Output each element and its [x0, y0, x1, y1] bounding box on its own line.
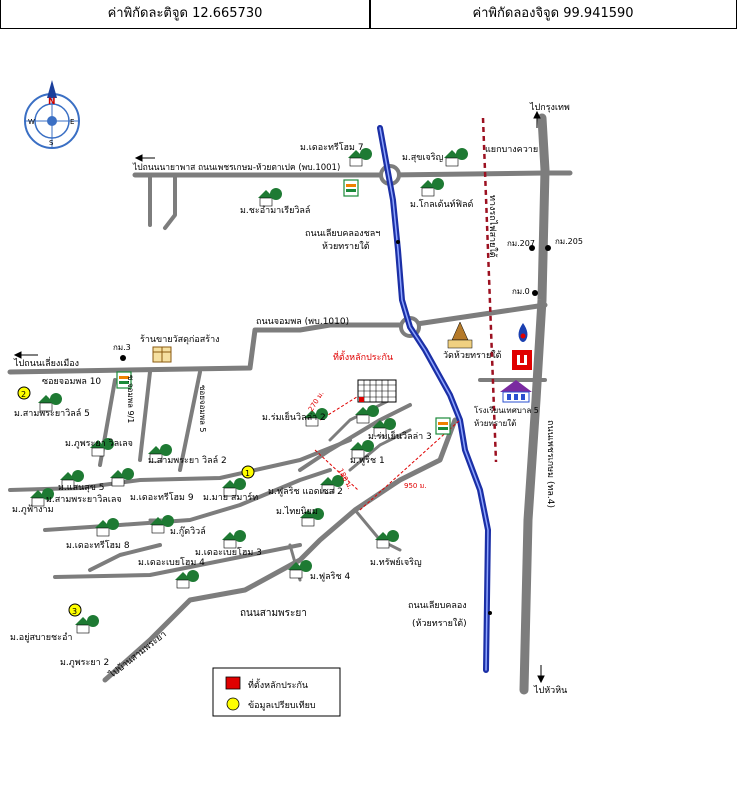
village-chaam-rivera: ม.ชะอำมาเรียวิลล์ [240, 204, 310, 216]
legend-collateral-label: ที่ตั้งหลักประกัน [248, 678, 308, 691]
comparison-marker-1: 1 [241, 465, 255, 479]
seven-eleven-icon [343, 179, 359, 197]
label-to-old-town: ไปถนนเลี่ยงเมือง [13, 356, 79, 369]
village-sampraya-villa-5: ม.สามพระยาวิลล์ 5 [14, 407, 90, 419]
village-sampraya-villa-2: ม.สามพระยา วิลล์ 2 [148, 454, 227, 466]
village-the-tree-home-7: ม.เดอะทรีโฮม 7 [300, 142, 364, 153]
label-phetkasem: ถนนเพชรเกษม (ทล.4) [545, 420, 555, 508]
legend-collateral-swatch [225, 676, 241, 690]
mall-icon [512, 350, 532, 370]
label-canal-road-bottom2: (ห้วยทรายใต้) [412, 618, 467, 629]
temple-icon [447, 321, 473, 349]
compass-s: S [49, 139, 54, 147]
village-fuurich-1: ม.ฟูริช 1 [350, 455, 385, 466]
railway-line [481, 117, 498, 463]
comparison-marker-3: 3 [68, 603, 82, 617]
map-legend: ที่ตั้งหลักประกัน ข้อมูลเปรียบเทียบ [212, 667, 341, 717]
collateral-site [357, 379, 397, 403]
village-sap-charoen: ม.ทรัพย์เจริญ [370, 556, 422, 568]
label-to-sampraya-village: ไปบ้านสามพระยา [106, 629, 168, 681]
label-temple: วัดห้วยทรายใต้ [443, 350, 502, 361]
compass-e: E [70, 118, 74, 126]
gas-station-icon [518, 323, 528, 342]
village-romyen-villa-3: ม.ร่มเย็นวิลล่า 3 [368, 429, 432, 442]
label-canal-road-bottom: ถนนเลียบคลอง [408, 600, 467, 611]
label-railway: ทางรถไฟสายใต้ [487, 195, 498, 258]
village-fuurich-4: ม.ฟูลริช 4 [310, 571, 350, 582]
seven-eleven-icon [435, 417, 451, 435]
latitude-label: ค่าพิกัดละติจูด 12.665730 [107, 6, 263, 21]
village-suk-charoen: ม.สุขเจริญ [402, 152, 444, 163]
label-soi-chompon-5: ซอยจอมพล 5 [198, 385, 207, 433]
label-hospital2: ห้วยทรายใต้ [474, 419, 516, 428]
svg-text:1: 1 [245, 469, 250, 478]
longitude-label: ค่าพิกัดลองจิจูด 99.941590 [472, 6, 634, 21]
label-shop: ร้านขายวัสดุก่อสร้าง [140, 334, 220, 345]
village-phu-phang-ngam: ม.ภูฟ้างาม [12, 504, 54, 515]
village-thai-niyom: ม.ไทยนิยม [276, 506, 318, 517]
label-km207: กม.207 [507, 239, 535, 248]
latitude-cell: ค่าพิกัดละติจูด 12.665730 [0, 0, 371, 29]
coordinate-header: ค่าพิกัดละติจูด 12.665730 ค่าพิกัดลองจิจ… [0, 0, 738, 32]
label-to-bangkok: ไปกรุงเทพ [529, 102, 570, 113]
comparison-marker-2: 2 [17, 386, 31, 400]
label-canal-road-top2: ห้วยทรายใต้ [322, 241, 370, 252]
label-km0: กม.0 [512, 287, 530, 296]
compass-n: N [48, 97, 56, 107]
village-saensuk-5: ม.แสนสุข 5 [58, 483, 104, 493]
compass-icon: N S E W [24, 80, 80, 149]
village-sampraya-village: ม.สามพระยาวิลเลจ [46, 494, 122, 505]
label-dist-950: 950 ม. [404, 482, 426, 490]
km-markers [120, 240, 551, 615]
label-samphraya-road: ถนนสามพระยา [240, 608, 307, 619]
longitude-cell: ค่าพิกัดลองจิจูด 99.941590 [370, 0, 737, 29]
village-phu-phraya-villa: ม.ภูพระยา วิลเลจ [65, 438, 133, 449]
label-canal-road-top: ถนนเลียบคลองชลฯ [305, 228, 380, 239]
label-soi-chompon-9: ซ.จอมพล 9/1 [126, 375, 135, 423]
legend-comparison-label: ข้อมูลเปรียบเทียบ [248, 700, 316, 711]
label-chompon-road: ถนนจอมพล (พบ.1010) [256, 317, 349, 327]
label-junction: แยกบางควาย [485, 145, 538, 155]
label-to-naipras: ไปถนนนายาพาส ถนนเพชรเกษม-ห้วยตาเปค (พบ.1… [132, 162, 340, 173]
village-the-bay-home-3: ม.เดอะเบยโฮม 3 [195, 547, 262, 558]
seven-eleven-icon [116, 371, 132, 389]
village-the-tree-home-8: ม.เดอะทรีโฮม 8 [66, 540, 130, 551]
village-fuurich-extra-2: ม.ฟูลริช แอดเซส 2 [268, 486, 343, 497]
village-icons [30, 148, 468, 634]
direction-arrows [13, 110, 545, 684]
svg-text:2: 2 [21, 390, 26, 399]
village-the-tree-home-9: ม.เดอะทรีโฮม 9 [130, 492, 194, 503]
shop-icon [152, 346, 172, 363]
village-the-bay-home-4: ม.เดอะเบยโฮม 4 [138, 557, 205, 568]
village-romyen-villa-2: ม.ร่มเย็นวิลล่า 2 [262, 410, 326, 423]
village-golden-field: ม.โกลเด้นท์ฟิลด์ [410, 198, 473, 210]
label-km205: กม.205 [555, 237, 583, 246]
label-subject-site: ที่ตั้งหลักประกัน [333, 350, 393, 363]
school-icon [500, 380, 532, 403]
svg-text:3: 3 [72, 607, 77, 616]
village-phu-phraya-2: ม.ภูพระยา 2 [60, 658, 109, 668]
label-hospital: โรงเรียนเทศบาล 5 [474, 405, 539, 415]
village-goo-villa: ม.กู๊ดวิวล์ [170, 525, 206, 537]
village-yu-sabai-cha-am: ม.อยู่สบายชะอำ [10, 632, 72, 643]
header-underline [598, 28, 736, 29]
label-soi-chompon-10: ซอยจอมพล 10 [42, 377, 101, 387]
compass-w: W [28, 118, 35, 126]
label-km3: กม.3 [113, 343, 131, 352]
legend-comparison-swatch [226, 697, 240, 711]
village-mai-smart: ม.มาย สมาร์ท [203, 491, 258, 503]
label-to-hua-hin: ไปหัวหิน [533, 685, 567, 696]
